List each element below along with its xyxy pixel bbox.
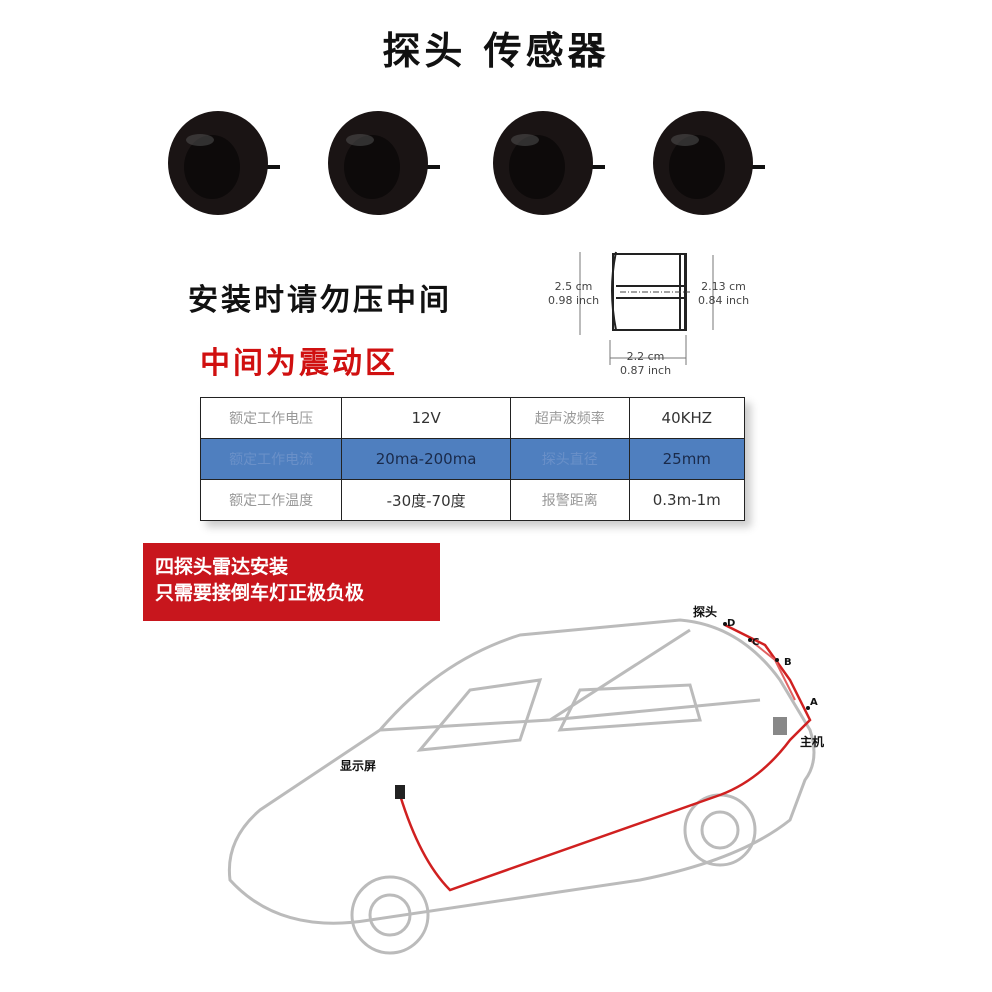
spec-label: 额定工作电流 xyxy=(199,438,343,480)
spec-label: 额定工作温度 xyxy=(199,479,343,521)
spec-value: 0.3m-1m xyxy=(628,479,746,521)
spec-label: 超声波频率 xyxy=(509,397,630,439)
page-title: 探头 传感器 xyxy=(382,28,610,73)
car-wiring-diagram xyxy=(227,618,816,955)
spec-label: 探头直径 xyxy=(509,438,630,480)
sensor-icon xyxy=(493,111,605,215)
spec-value: 20ma-200ma xyxy=(341,438,511,480)
spec-label: 报警距离 xyxy=(509,479,630,521)
host-label: 主机 xyxy=(800,735,825,749)
spec-value: 25mm xyxy=(628,438,746,480)
spec-value: -30度-70度 xyxy=(341,479,511,521)
display-icon xyxy=(395,785,405,799)
point-label: B xyxy=(784,657,792,668)
sensor-icon xyxy=(653,111,765,215)
spec-value: 40KHZ xyxy=(628,397,746,439)
spec-label: 额定工作电压 xyxy=(199,397,343,439)
sensor-icon xyxy=(168,111,280,215)
point-label: C xyxy=(752,637,760,648)
host-unit-icon xyxy=(773,717,787,735)
probe-label: 探头 xyxy=(693,605,718,619)
point-label: D xyxy=(727,618,736,629)
point-label: A xyxy=(810,697,818,708)
display-label: 显示屏 xyxy=(340,759,377,773)
vibration-note: 中间为震动区 xyxy=(200,346,398,381)
install-banner: 四探头雷达安装只需要接倒车灯正极负极 xyxy=(143,543,440,621)
install-note: 安装时请勿压中间 xyxy=(188,283,452,318)
spec-value: 12V xyxy=(341,397,511,439)
dimension-diagram xyxy=(579,251,714,365)
sensor-icon xyxy=(328,111,440,215)
